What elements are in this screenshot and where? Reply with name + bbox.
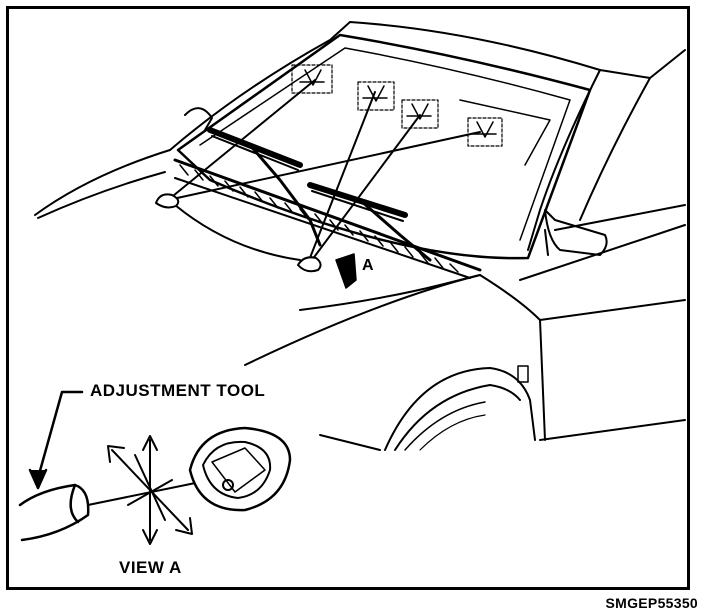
adjustment-direction-arrows: [107, 435, 193, 545]
washer-nozzle-right: [297, 256, 322, 273]
figure-code-label: SMGEP55350: [605, 595, 698, 611]
view-a-label: VIEW A: [119, 558, 182, 577]
figure-frame: [6, 6, 690, 590]
view-a-arrow: [335, 253, 357, 289]
spray-target-areas: [291, 64, 503, 147]
view-marker-label: A: [362, 257, 374, 274]
washer-nozzle-left: [155, 193, 180, 209]
nozzle-closeup: [188, 426, 292, 512]
spray-lines: [167, 79, 481, 269]
adjustment-tool-label: ADJUSTMENT TOOL: [90, 381, 266, 400]
cowl-grille: [179, 164, 459, 273]
spray-target-marks: [299, 69, 497, 138]
adjustment-tool-leader: [28, 390, 84, 490]
